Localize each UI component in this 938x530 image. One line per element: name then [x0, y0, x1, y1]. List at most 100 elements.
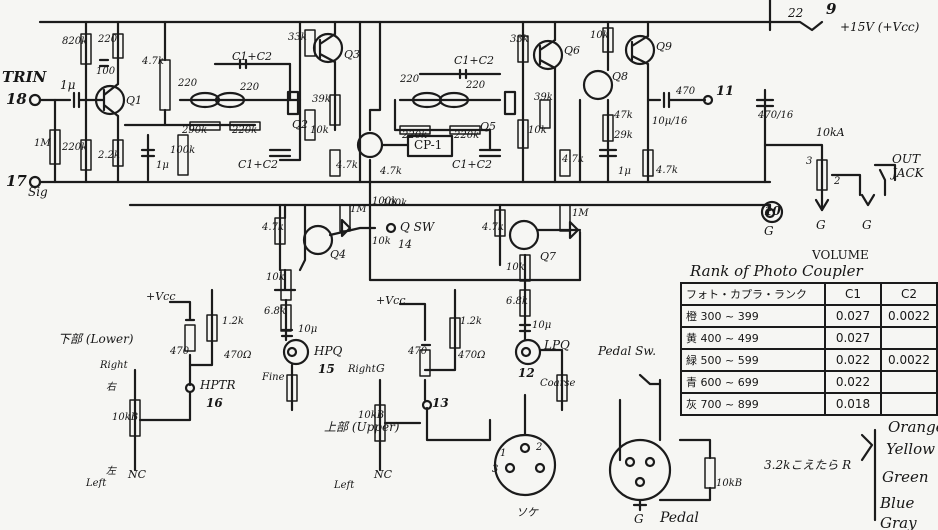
q7-label: Q7: [540, 250, 557, 263]
vol-wiper-3: 3: [806, 156, 813, 167]
cap-in-label: 1μ: [60, 78, 76, 92]
q5-label: Q5: [480, 120, 497, 133]
gnd-10: G: [764, 224, 774, 238]
tt-r-33k: 33k: [288, 32, 307, 43]
up-right: Right: [348, 364, 376, 375]
cp1-label: CP-1: [414, 138, 443, 152]
hptr-vcc: +Vcc: [146, 290, 176, 303]
transistor-q9: [624, 34, 656, 66]
s1-r-left: 1M: [34, 138, 51, 149]
tt-r-100k-b: 100k: [372, 196, 398, 207]
transistor-q4: [302, 224, 334, 256]
hp-r-100k: 100k: [382, 198, 408, 209]
tt-r-10k: 10k: [310, 125, 329, 136]
c1-cell: 0.022: [824, 348, 882, 372]
table-row: 黄 400 ~ 499 0.027: [680, 326, 938, 350]
supply-label: +15V (+Vcc): [840, 20, 920, 34]
out-r-470: 470: [676, 86, 696, 97]
up-left: Left: [334, 480, 355, 491]
pedal-pot: 10kB: [716, 478, 743, 489]
qsw-label: Q SW: [400, 220, 435, 234]
up-pin2: 2: [536, 442, 543, 453]
vol-pot: 10kA: [816, 126, 845, 139]
s2-r-220a: 220: [400, 74, 420, 85]
hp-r-10k-v: 10k: [266, 272, 285, 283]
input-jack-trin: [28, 93, 42, 107]
volume-label: VOLUME: [812, 248, 869, 262]
num-11: 11: [716, 84, 735, 99]
q3-label: Q3: [344, 48, 361, 61]
q4-label: Q4: [330, 248, 347, 261]
s2-r-33k: 33k: [510, 34, 529, 45]
pedal-note: 3.2kこえたら R: [764, 458, 852, 472]
s2-r-10k: 10k: [528, 125, 547, 136]
rank-cell: 青 600 ~ 699: [680, 370, 826, 394]
color-note: Gray: [880, 514, 917, 530]
tt-r-39k: 39k: [312, 94, 331, 105]
tt-r-220a: 220: [178, 78, 198, 89]
lp-r-1m: 1M: [572, 208, 589, 219]
table-row: 橙 300 ~ 399 0.027 0.0022: [680, 304, 938, 328]
s2-r-220b: 220: [466, 80, 486, 91]
num-12: 12: [518, 366, 535, 380]
s1-c-top: 100: [96, 66, 116, 77]
hp-r-68k: 6.8k: [264, 306, 286, 317]
out-c-1u: 1μ: [618, 166, 631, 177]
up-r-470: 470: [408, 346, 428, 357]
hp-r-47k: 4.7k: [262, 222, 284, 233]
out-r-10k: 10k: [590, 30, 609, 41]
tt-c-bot: C1+C2: [238, 158, 279, 171]
hptr-pot: 10kB: [112, 412, 139, 423]
up-r-470o: 470Ω: [458, 350, 486, 361]
up-num: 13: [432, 396, 449, 410]
rank-cell: 橙 300 ~ 399: [680, 304, 826, 328]
table-row: 緑 500 ~ 599 0.022 0.0022: [680, 348, 938, 372]
s2-r-220k-a: 220k: [402, 130, 428, 141]
hp-r-1m: 1M: [350, 204, 367, 215]
transistor-q3: [312, 32, 344, 64]
transistor-q8: [582, 69, 614, 101]
c2-cell: [880, 370, 938, 394]
c1-cell: 0.018: [824, 392, 882, 416]
out-r-47k: 47k: [614, 110, 633, 121]
pedal-sw: Pedal Sw.: [598, 344, 657, 358]
supply-num: 9: [826, 0, 837, 18]
vol-wiper-2: 2: [834, 176, 841, 187]
s1-r-vert: 4.7k: [142, 56, 164, 67]
sig-num: 17: [6, 172, 27, 190]
c2-cell: 0.0022: [880, 304, 938, 328]
lp-r-68k: 6.8k: [506, 296, 528, 307]
lpq-wiper: Coarse: [540, 378, 576, 389]
out-r-29k: 29k: [614, 130, 633, 141]
s2-c-bot: C1+C2: [452, 158, 493, 171]
transistor-q6: [532, 39, 564, 71]
qsw-num: 14: [398, 238, 412, 251]
up-sock: ソケ: [516, 506, 538, 519]
transistor-q7: [508, 219, 540, 251]
hptr-num: 16: [206, 396, 223, 410]
color-note: Yellow: [886, 440, 935, 458]
c1-cell: 0.022: [824, 370, 882, 394]
up-pin1: 1: [500, 448, 507, 459]
header-cell: C1: [824, 282, 882, 306]
lp-r-47k: 4.7k: [482, 222, 504, 233]
trin-num: 18: [6, 90, 27, 108]
c2-cell: 0.0022: [880, 348, 938, 372]
table-row: 青 600 ~ 699 0.022: [680, 370, 938, 394]
lp-c-10u: 10μ: [532, 320, 552, 331]
color-note: Orange: [888, 418, 938, 436]
rank-table-header: フォト・カプラ・ランク C1 C2: [680, 282, 938, 306]
header-cell: フォト・カプラ・ランク: [680, 282, 826, 306]
s2-r-220k-b: 220k: [454, 130, 480, 141]
rank-cell: 灰 700 ~ 899: [680, 392, 826, 416]
vcc-rail: [38, 20, 824, 32]
hptr-r-470: 470: [170, 346, 190, 357]
transistor-q1: [94, 84, 126, 116]
hp-c-10u: 10μ: [298, 324, 318, 335]
hptr-l: 左: [106, 466, 116, 477]
hptr-right: Right: [100, 360, 128, 371]
out-r-47k-b: 4.7k: [656, 165, 678, 176]
hptr-lower: 下部 (Lower): [58, 332, 134, 346]
tt-r-47k-b: 4.7k: [380, 166, 402, 177]
hptr-label: HPTR: [200, 378, 236, 392]
